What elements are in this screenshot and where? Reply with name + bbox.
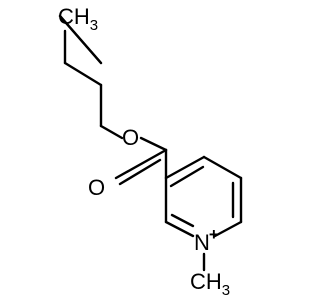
bond-carbonyl-double-b xyxy=(118,158,162,186)
label-n-ch3: CH3 xyxy=(190,269,230,299)
ring-bond-n-c2 xyxy=(164,220,195,238)
bond-chain-to-o xyxy=(99,124,124,140)
bond-ch2-ch2 xyxy=(58,14,103,65)
label-top-ch3: CH3 xyxy=(58,4,98,34)
chemical-structure-diagram: CH3 O O N+ CH3 xyxy=(58,4,243,299)
ring-bond-c6-n xyxy=(213,220,243,238)
ring-bond-c4-c5 xyxy=(202,155,243,180)
ring-bond-c3-c4-inner xyxy=(169,165,205,188)
label-carbonyl-o: O xyxy=(88,175,105,200)
label-ring-n: N+ xyxy=(194,225,219,255)
bond-o-carbonyl-c xyxy=(139,136,168,152)
bond-chain-2 xyxy=(63,61,103,87)
ring-bond-n-c2-inner xyxy=(170,213,195,228)
ring-bond-c3-c4 xyxy=(164,155,206,180)
label-ester-o: O xyxy=(122,125,139,150)
bond-carbonyl-double-a xyxy=(114,148,168,180)
